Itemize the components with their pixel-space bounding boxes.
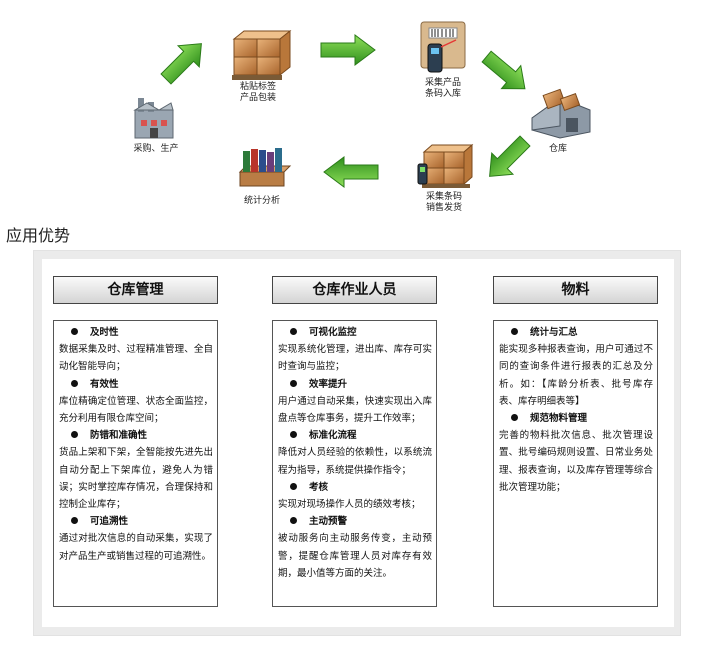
advantage-item-title-text: 可视化监控 <box>309 327 357 338</box>
node-purchase: 采购、生产 <box>126 144 186 155</box>
arrow-out-to-stats <box>323 156 379 188</box>
node-label-stats: 统计分析 <box>243 196 280 206</box>
bullet-dot-icon <box>290 431 297 439</box>
arrow-scan-to-warehouse <box>481 50 526 90</box>
warehouse-icon <box>531 88 591 139</box>
bullet-dot-icon <box>290 482 297 490</box>
advantage-item-title-text: 考核 <box>309 481 329 493</box>
column-box-materials: 统计与汇总能实现多种报表查询，用户可通过不同的查询条件进行报表的汇总及分析。如：… <box>493 320 658 607</box>
advantage-item-description: 实现对现场操作人员的绩效考核； <box>278 499 421 511</box>
advantage-item-description: 通过对批次信息的自动采集，实现了对产品生产或销售过程的可追溯性。 <box>59 533 213 562</box>
advantage-item-title: 统计与汇总 <box>499 324 653 341</box>
advantage-item-title-text: 效率提升 <box>309 378 348 390</box>
column-box-warehouse-staff: 可视化监控实现系统化管理，进出库、库存可实时查询与监控； 效率提升用户通过自动采集… <box>272 320 437 607</box>
advantage-item-title: 可视化监控 <box>278 324 432 341</box>
node-label-pack: 粘贴标签 产品包装 <box>230 82 286 104</box>
bullet-dot-icon <box>511 328 518 335</box>
advantage-item-title: 主动预警 <box>278 513 432 530</box>
advantage-item-title-text: 主动预警 <box>309 516 348 528</box>
column-box-warehouse-management: 及时性数据采集及时、过程精准管理、全自动化智能导向； 有效性库位精确定位管理、状态… <box>53 320 218 607</box>
node-scan-in: 采集产品 条码入库 <box>415 78 471 100</box>
advantage-item-title: 可追溯性 <box>59 513 213 530</box>
node-stats: 统计分析 <box>234 196 290 207</box>
node-warehouse: 仓库 <box>540 144 576 155</box>
advantage-item-title: 效率提升 <box>278 376 432 393</box>
advantage-item-title-text: 防错和准确性 <box>90 430 148 442</box>
section-title: 应用优势 <box>6 226 71 245</box>
bullet-dot-icon <box>290 517 297 525</box>
node-label-purchase: 采购、生产 <box>133 144 179 154</box>
bullet-dot-icon <box>290 379 297 387</box>
boxes-pallet-icon <box>232 29 292 80</box>
advantage-item-title: 标准化流程 <box>278 427 432 444</box>
advantage-item-description: 实现系统化管理，进出库、库存可实时查询与监控； <box>278 344 432 373</box>
flow-graphics <box>133 21 591 188</box>
column-header-materials: 物料 <box>493 276 658 304</box>
advantage-item-title-text: 统计与汇总 <box>530 327 578 338</box>
advantage-item-title-text: 规范物料管理 <box>530 413 588 425</box>
advantage-item-description: 降低对人员经验的依赖性，以系统流程为指导，系统提供操作指令； <box>278 447 432 476</box>
advantage-item-description: 数据采集及时、过程精准管理、全自动化智能导向； <box>59 344 213 373</box>
books-icon <box>238 148 292 187</box>
boxes-scanner-icon <box>417 143 474 188</box>
advantage-item-title-text: 标准化流程 <box>309 430 357 442</box>
bullet-dot-icon <box>71 328 78 335</box>
arrow-pack-to-scan <box>320 34 376 66</box>
advantage-item-title: 及时性 <box>59 324 213 341</box>
node-label-warehouse: 仓库 <box>548 144 567 154</box>
factory-icon <box>133 98 174 139</box>
advantage-item-title: 规范物料管理 <box>499 410 653 427</box>
advantage-item-title-text: 及时性 <box>90 327 119 338</box>
column-header-warehouse-staff: 仓库作业人员 <box>272 276 437 304</box>
node-scan-out: 采集条码 销售发货 <box>414 192 474 214</box>
bullet-dot-icon <box>290 328 297 335</box>
bullet-dot-icon <box>71 379 78 387</box>
node-label-scan-in: 采集产品 条码入库 <box>424 78 461 99</box>
arrow-purchase-to-pack <box>160 43 202 85</box>
arrow-warehouse-to-out <box>489 135 531 177</box>
advantage-item-description: 能实现多种报表查询，用户可通过不同的查询条件进行报表的汇总及分析。如：【库龄分析… <box>499 344 653 407</box>
node-label-scan-out: 采集条码 销售发货 <box>425 192 462 213</box>
bullet-dot-icon <box>511 414 518 422</box>
column-header-warehouse-management: 仓库管理 <box>53 276 218 304</box>
barcode-scanner-icon <box>420 21 466 73</box>
advantage-item-description: 货品上架和下架，全智能按先进先出自动分配上下架库位，避免人为错误；实时掌控库存情… <box>59 447 213 511</box>
advantage-item-title: 防错和准确性 <box>59 427 213 444</box>
advantage-item-description: 库位精确定位管理、状态全面监控，充分利用有限仓库空间； <box>59 395 213 425</box>
bullet-dot-icon <box>71 517 78 525</box>
advantage-item-description: 用户通过自动采集，快速实现出入库盘点等仓库事务，提升工作效率； <box>278 395 432 425</box>
advantage-item-title-text: 有效性 <box>90 378 119 390</box>
advantage-item-title-text: 可追溯性 <box>90 516 129 528</box>
advantage-item-description: 被动服务向主动服务传变，主动预警，提醒仓库管理人员对库存有效期，最小值等方面的关… <box>278 533 432 579</box>
process-flow-diagram: 采购、生产 粘贴标签 产品包装 采集产品 条码入库 仓库 采集条码 销售发货 统… <box>0 0 707 220</box>
node-label-label-pack: 粘贴标签 产品包装 <box>239 82 276 103</box>
advantage-item-title: 考核 <box>278 479 432 496</box>
bullet-dot-icon <box>71 431 78 439</box>
advantage-item-title: 有效性 <box>59 376 213 393</box>
advantage-item-description: 完善的物料批次信息、批次管理设置、批号编码规则设置、日常业务处理、报表查询，以及… <box>499 430 653 493</box>
